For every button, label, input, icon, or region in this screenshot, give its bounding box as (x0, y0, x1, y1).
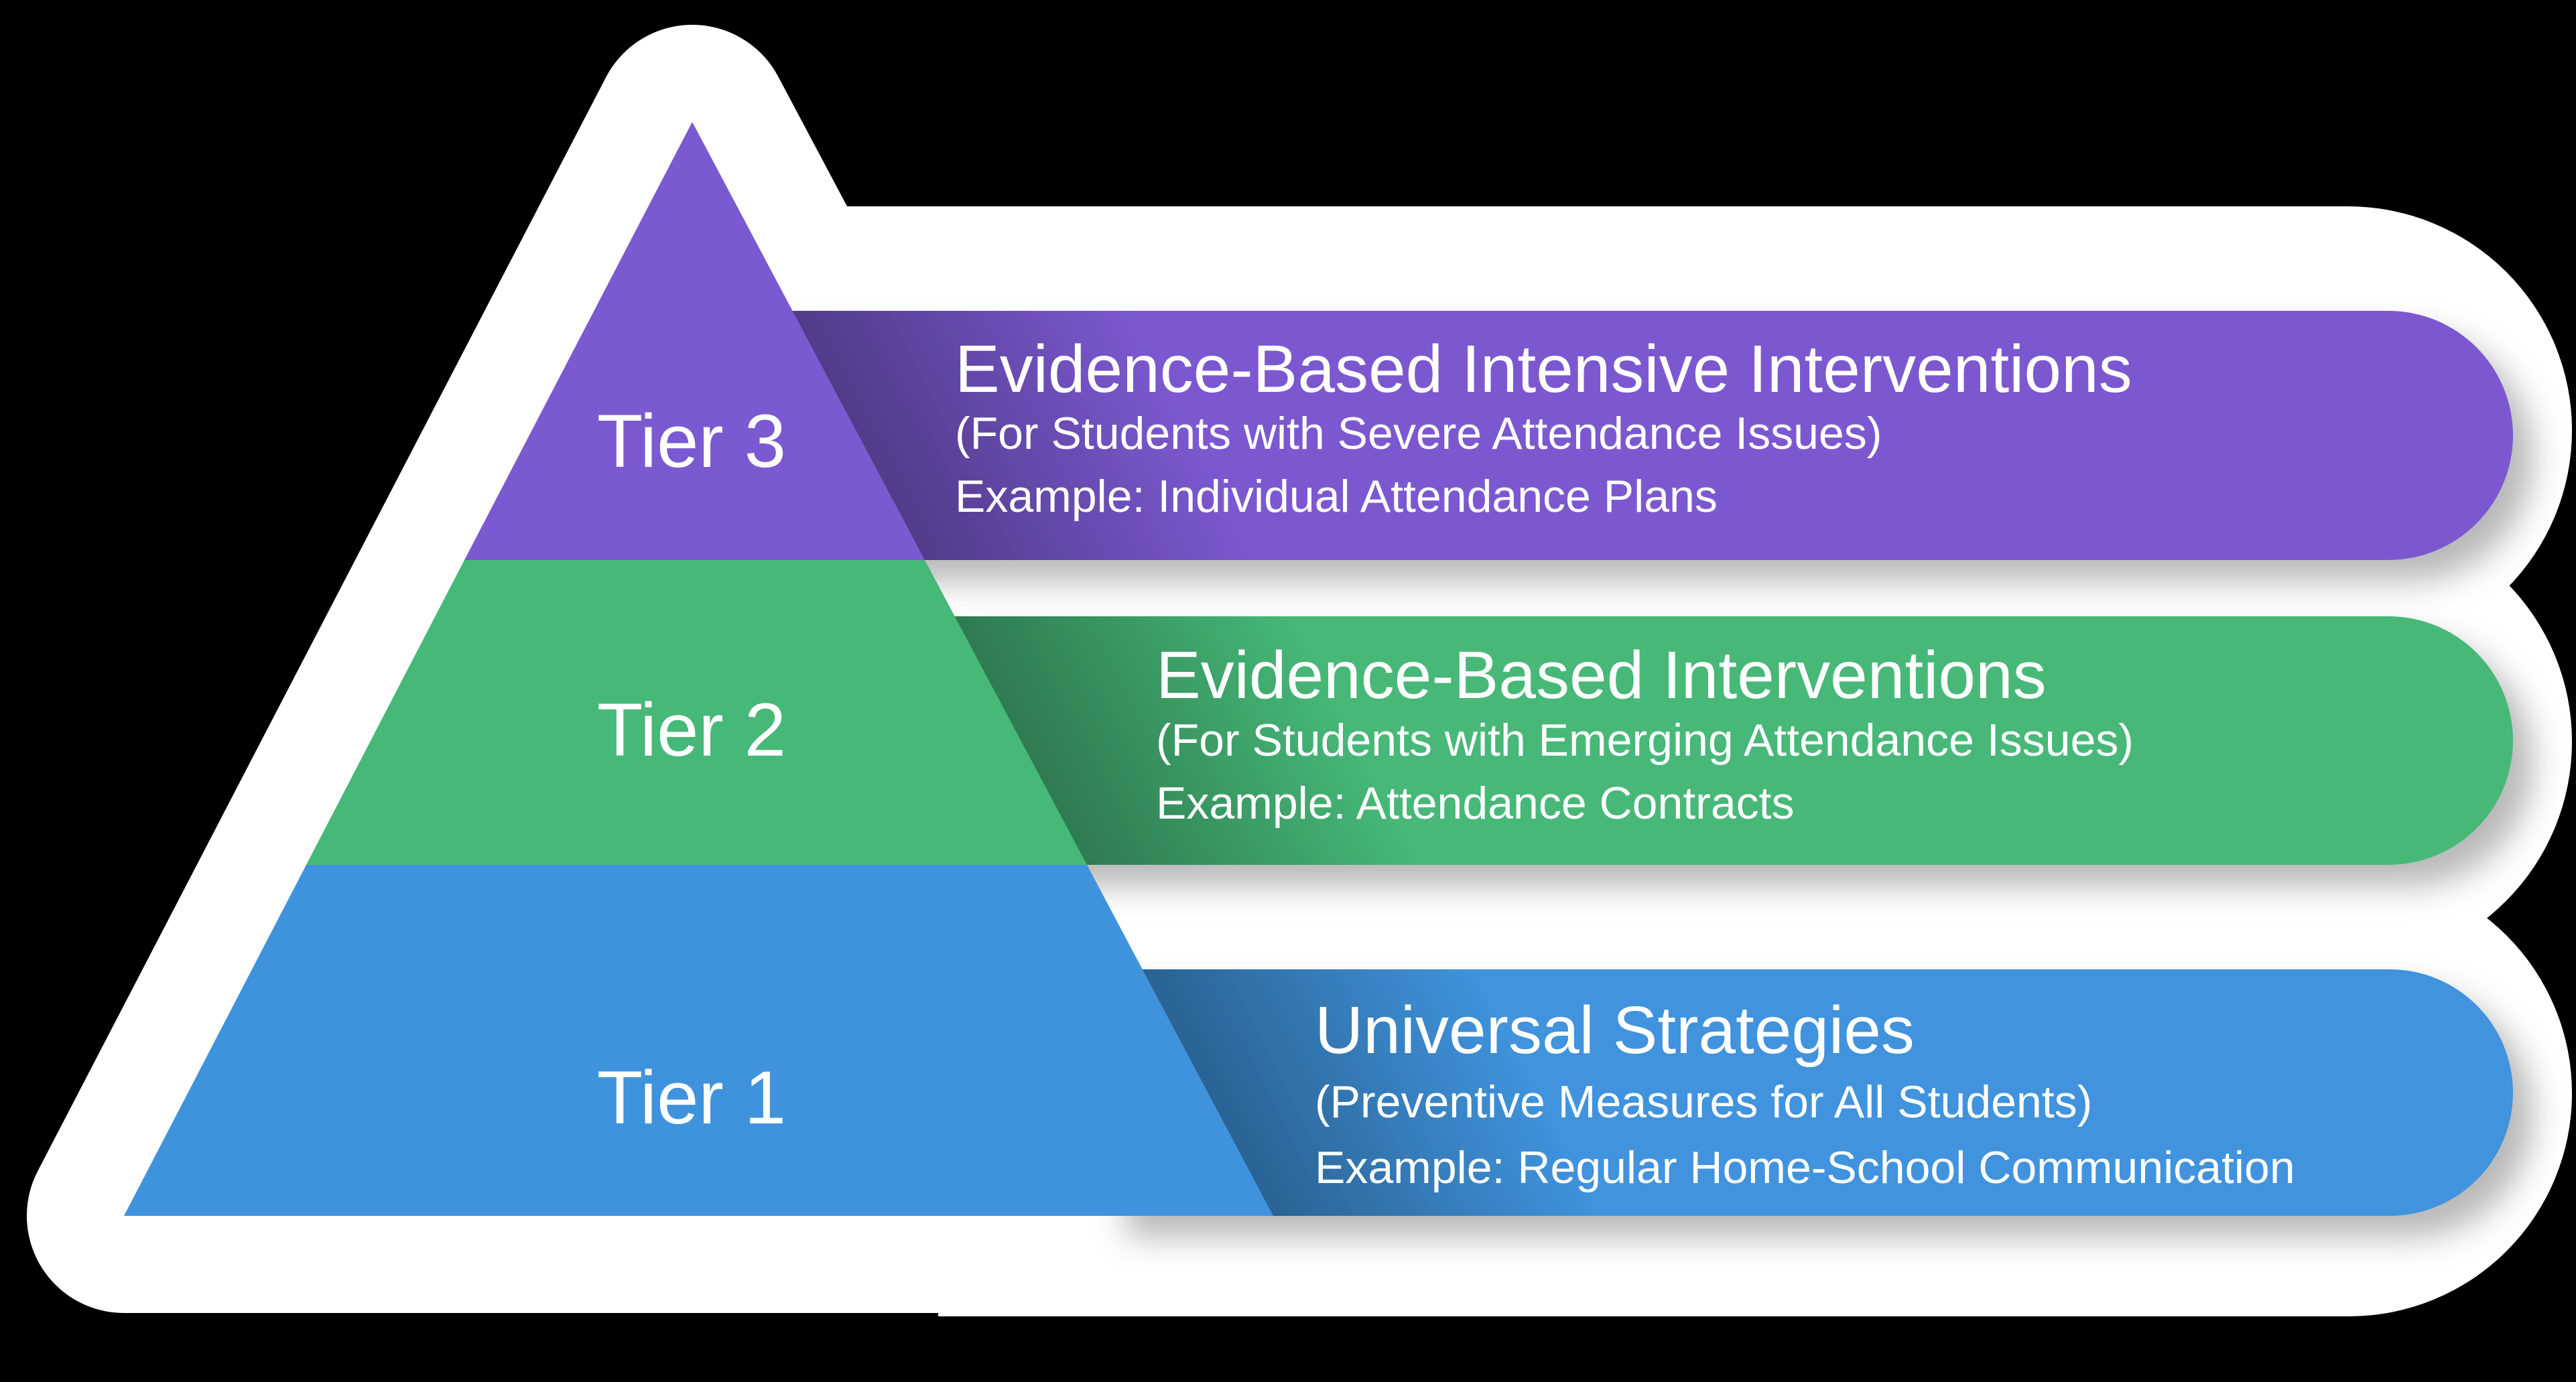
tier2-label: Tier 2 (597, 688, 786, 772)
pyramid-tier3-shape (464, 122, 925, 560)
tier1-bar (1106, 969, 2513, 1216)
tier3-label: Tier 3 (597, 399, 786, 483)
tier3-bar-example: Example: Individual Attendance Plans (955, 471, 1718, 522)
pyramid-tier2-shape (306, 560, 1087, 865)
tier2-bar-shadow-overlay (938, 616, 2513, 866)
tier3-bar-title: Evidence-Based Intensive Interventions (955, 332, 2132, 407)
pyramid-tier1-shape (124, 865, 1273, 1216)
tier1-bar-title: Universal Strategies (1315, 993, 1915, 1068)
tier2-bar-title: Evidence-Based Interventions (1156, 638, 2047, 713)
tier3-bar-subtitle: (For Students with Severe Attendance Iss… (955, 408, 1882, 459)
tier1-bar-example: Example: Regular Home-School Communicati… (1315, 1142, 2295, 1193)
tier2-bar-subtitle: (For Students with Emerging Attendance I… (1156, 715, 2134, 766)
tier3-bar-shadow-overlay (771, 311, 2513, 560)
tier1-label: Tier 1 (597, 1056, 786, 1139)
tier1-bar-shadow-overlay (1106, 969, 2513, 1216)
tier1-bar-subtitle: (Preventive Measures for All Students) (1315, 1077, 2092, 1127)
tier3-bar (771, 311, 2513, 560)
tier2-bar-example: Example: Attendance Contracts (1156, 778, 1795, 829)
tier2-bar (938, 616, 2513, 866)
